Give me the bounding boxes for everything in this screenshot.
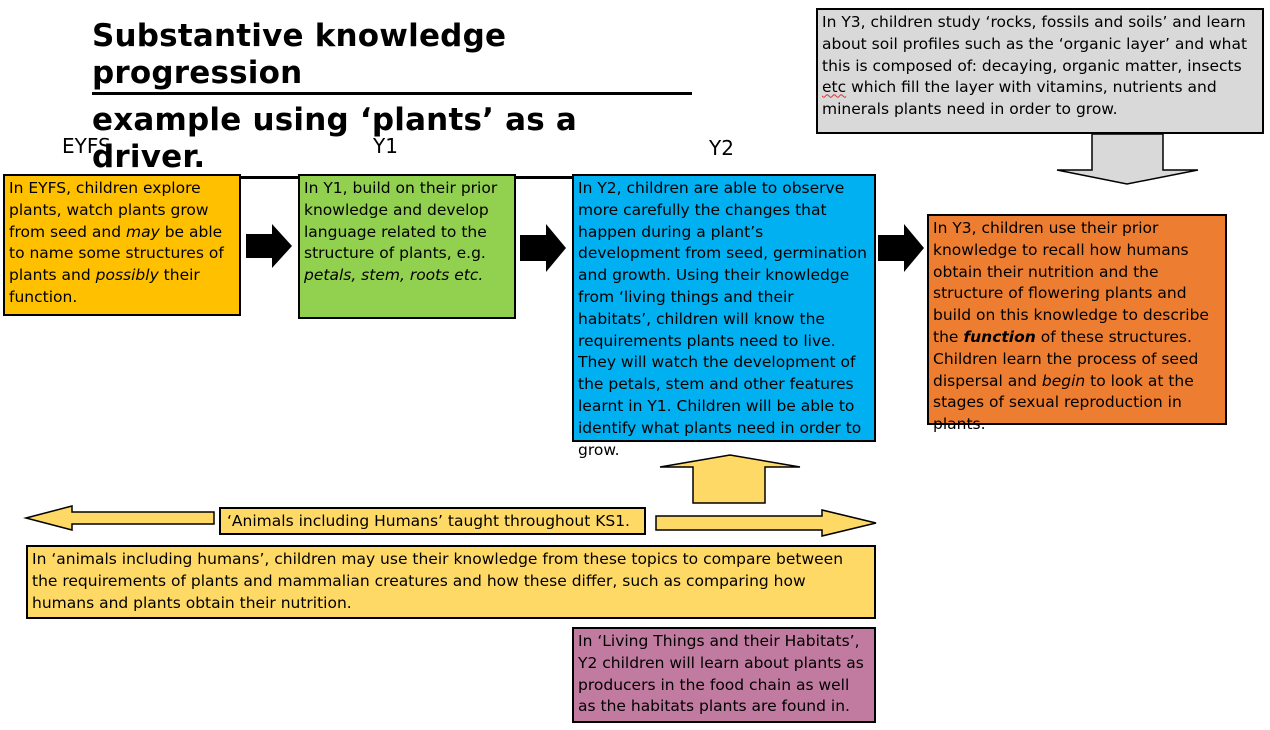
eyfs-text-1: In EYFS, children explore plants, watch … (9, 179, 209, 241)
arrow-y2-to-y3 (878, 224, 924, 272)
eyfs-text-3: their function. (9, 266, 200, 306)
y3-rocks-box: In Y3, children study ‘rocks, fossils an… (816, 8, 1264, 134)
y3-em-1: function (963, 327, 1036, 346)
rocks-etc: etc (822, 78, 847, 97)
eyfs-em-2: possibly (95, 266, 159, 285)
y3-box: In Y3, children use their prior knowledg… (927, 214, 1227, 433)
title-line-1: Substantive knowledge progression (92, 18, 692, 95)
arrow-y1-to-y2 (520, 224, 566, 272)
eyfs-em-1: may (126, 222, 160, 241)
animals-text: In ‘animals including humans’, children … (32, 550, 844, 612)
title-line-2: example using ‘plants’ as a driver. (92, 102, 692, 179)
right-arrow (655, 509, 877, 537)
rocks-text-2: which fill the layer with vitamins, nutr… (822, 78, 1217, 119)
up-arrow (659, 454, 801, 504)
y3-text-3: to look at the stages of sexual reproduc… (933, 371, 1194, 434)
stage-label-y1: Y1 (373, 134, 398, 158)
y1-box: In Y1, build on their prior knowledge an… (298, 174, 516, 319)
animals-label: ‘Animals including Humans’ taught throug… (219, 507, 646, 535)
arrow-eyfs-to-y1 (246, 224, 292, 268)
animals-box: In ‘animals including humans’, children … (26, 545, 876, 619)
y1-em-1: petals, stem, roots etc. (304, 266, 484, 285)
living-text: In ‘Living Things and their Habitats’, Y… (578, 632, 864, 716)
y1-text-1: In Y1, build on their prior knowledge an… (304, 179, 498, 263)
eyfs-text-2: be able to name some structures of plant… (9, 222, 224, 285)
stage-label-y2: Y2 (709, 136, 734, 160)
left-arrow (23, 505, 215, 531)
y2-box: In Y2, children are able to observe more… (572, 174, 876, 459)
eyfs-box: In EYFS, children explore plants, watch … (3, 174, 241, 316)
down-arrow (1056, 133, 1199, 185)
y2-text: In Y2, children are able to observe more… (578, 179, 867, 459)
stage-label-eyfs: EYFS (62, 134, 111, 158)
living-things-box: In ‘Living Things and their Habitats’, Y… (572, 627, 876, 723)
page-title: Substantive knowledge progression exampl… (92, 18, 692, 186)
y3-text-2: of these structures. Children learn the … (933, 327, 1199, 390)
rocks-text-1: In Y3, children study ‘rocks, fossils an… (822, 13, 1248, 75)
y3-em-2: begin (1041, 371, 1086, 390)
y3-text-1: In Y3, children use their prior knowledg… (933, 219, 1209, 346)
